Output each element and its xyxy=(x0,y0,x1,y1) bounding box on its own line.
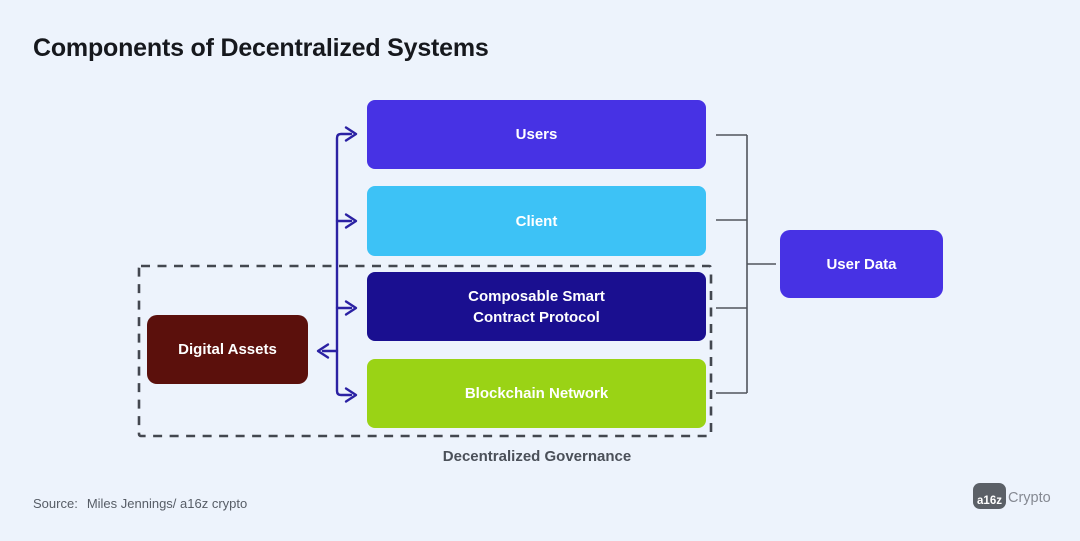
node-digital-assets: Digital Assets xyxy=(147,315,308,384)
node-blockchain-network: Blockchain Network xyxy=(367,359,706,428)
a16z-crypto-logo: a16z Crypto xyxy=(973,483,1051,509)
arrowhead-to-blockchain xyxy=(344,387,358,403)
right-bracket-connector xyxy=(716,134,776,394)
arrowhead-to-protocol xyxy=(344,300,358,316)
arrowhead-to-client xyxy=(344,213,358,229)
source-label: Source: xyxy=(33,496,78,511)
a16z-logo-wordmark: Crypto xyxy=(1008,490,1051,507)
left-vertical-spine xyxy=(335,132,353,397)
node-user-data-label: User Data xyxy=(826,255,897,273)
arrowhead-to-users xyxy=(344,126,358,142)
node-composable-label-line2: Contract Protocol xyxy=(473,308,600,326)
decentralized-governance-label: Decentralized Governance xyxy=(442,448,632,465)
arrowhead-to-digital-assets xyxy=(316,343,330,359)
source-attribution: Source: Miles Jennings/ a16z crypto xyxy=(33,496,247,511)
node-composable-smart-contract-protocol: Composable Smart Contract Protocol xyxy=(367,272,706,341)
node-client: Client xyxy=(367,186,706,256)
node-blockchain-label: Blockchain Network xyxy=(464,385,609,402)
a16z-logo-icon: a16z xyxy=(973,483,1006,509)
node-digital-assets-label: Digital Assets xyxy=(178,341,277,358)
node-composable-label-line1: Composable Smart xyxy=(468,287,605,305)
node-client-label: Client xyxy=(515,212,558,230)
source-value: Miles Jennings/ a16z crypto xyxy=(86,496,248,511)
node-users: Users xyxy=(367,100,706,169)
page-title: Components of Decentralized Systems xyxy=(33,34,489,62)
node-user-data: User Data xyxy=(780,230,943,298)
node-users-label: Users xyxy=(515,126,558,143)
left-arrow-connector xyxy=(316,126,358,403)
